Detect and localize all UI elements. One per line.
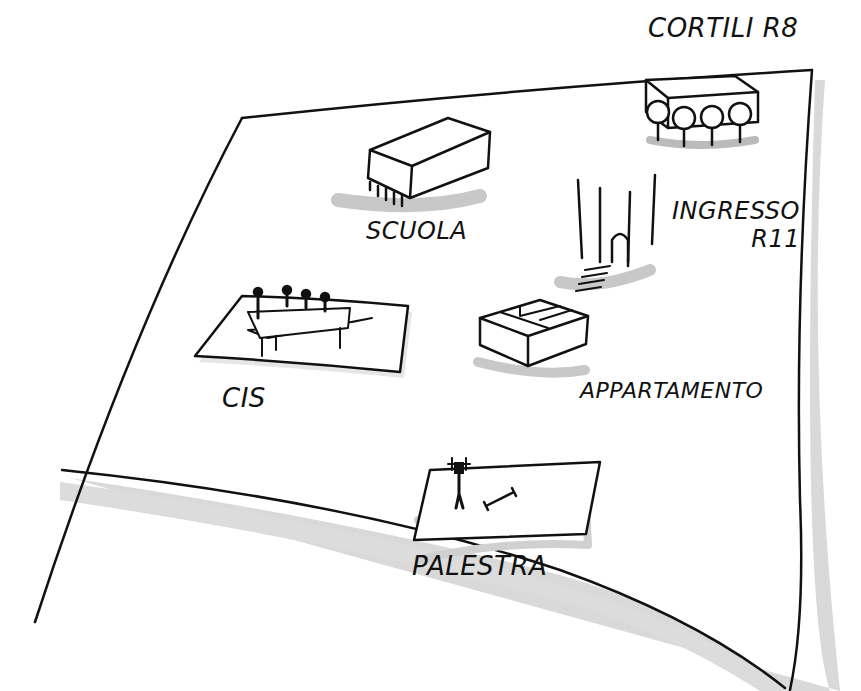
place-label: INGRESSO R11: [664, 198, 800, 253]
place-label: CIS: [222, 384, 266, 414]
place-label: SCUOLA: [366, 218, 467, 246]
place-label: CORTILI R8: [648, 14, 798, 44]
place-label: APPARTAMENTO: [580, 378, 763, 403]
place-label: PALESTRA: [412, 552, 547, 582]
